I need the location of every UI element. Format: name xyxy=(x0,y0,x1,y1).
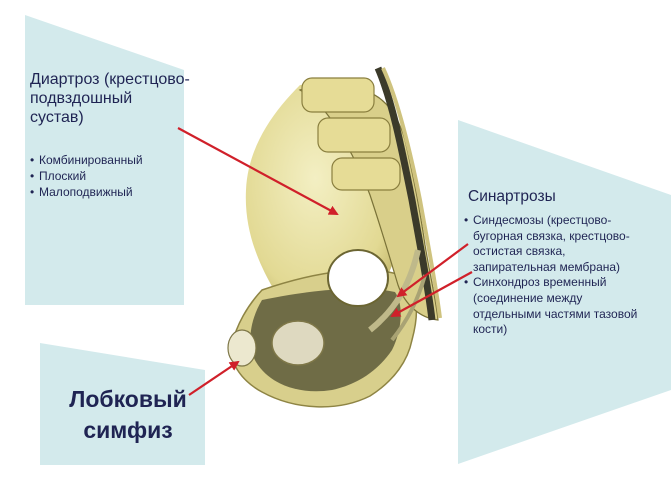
pubic-symphysis-label: Лобковый симфиз xyxy=(69,386,187,443)
vertebra-1 xyxy=(301,77,375,113)
pubic-symphysis-surface xyxy=(227,329,257,367)
arrow-syndesmosis-1 xyxy=(396,243,469,298)
diarthrosis-item: Плоский xyxy=(30,168,200,184)
vertebra-3 xyxy=(331,157,401,191)
diarthrosis-title: Диартроз (крестцово-подвздошный сустав) xyxy=(30,71,190,126)
spinous-edge xyxy=(381,67,442,319)
arrow-diarthrosis xyxy=(177,127,339,215)
pelvis-illustration xyxy=(227,66,442,408)
arrow-syndesmosis-2 xyxy=(390,271,473,317)
bottom-panel xyxy=(40,343,205,465)
synarthrosis-list: Синдесмозы (крестцово-бугорная связка, к… xyxy=(464,213,639,338)
spinal-canal xyxy=(374,66,436,321)
diarthrosis-item: Малоподвижный xyxy=(30,184,200,200)
vertebra-2 xyxy=(317,117,391,153)
arrow-symphysis xyxy=(188,360,240,396)
obturator-foramen xyxy=(327,249,389,307)
synarthrosis-item: Синхондроз временный (соединение между о… xyxy=(464,275,639,337)
pubic-region xyxy=(271,320,325,366)
synarthrosis-item: Синдесмозы (крестцово-бугорная связка, к… xyxy=(464,213,639,275)
diarthrosis-list: Комбинированный Плоский Малоподвижный xyxy=(30,152,200,200)
diarthrosis-item: Комбинированный xyxy=(30,152,200,168)
inner-pelvis-surface xyxy=(250,288,401,392)
sacrospinous-ligament xyxy=(390,274,427,342)
synarthrosis-title: Синартрозы xyxy=(468,188,556,205)
